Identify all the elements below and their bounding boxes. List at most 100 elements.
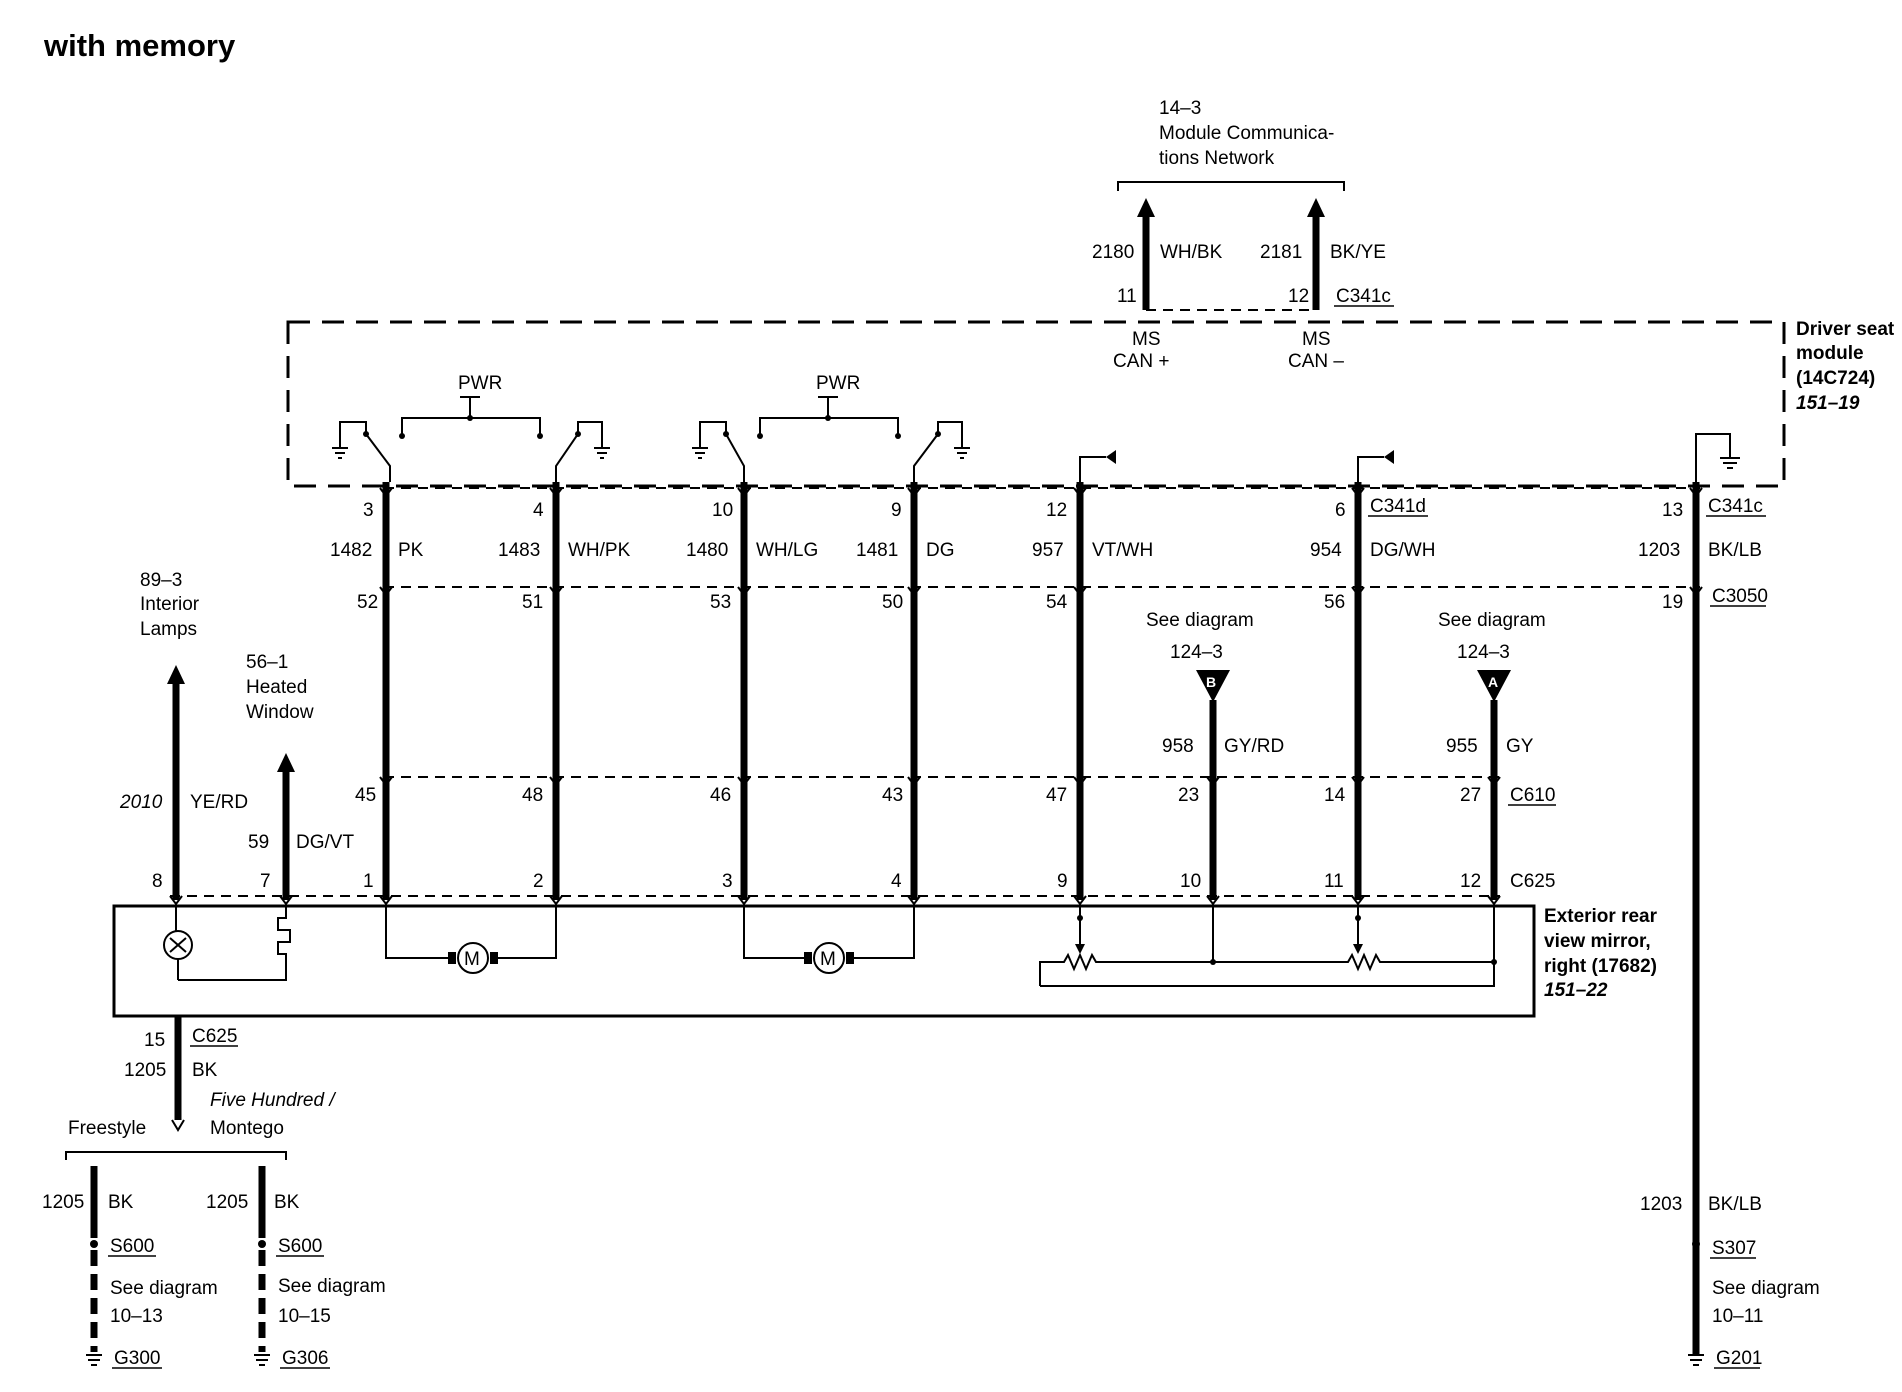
window-label-2: Window (246, 702, 314, 723)
pin-label: 56 (1324, 592, 1345, 613)
flag-icon (1106, 450, 1116, 464)
pin-label: 50 (882, 592, 903, 613)
splice-label: S600 (110, 1236, 154, 1257)
ground-label: G300 (114, 1348, 160, 1369)
color-label: YE/RD (190, 792, 248, 813)
variant-bracket (65, 1151, 287, 1160)
ref-label: 124–3 (1457, 642, 1510, 663)
ground-icon (1688, 1354, 1704, 1366)
network-bracket (1117, 181, 1345, 191)
circuit-label: 954 (1310, 540, 1342, 561)
window-ref: 56–1 (246, 652, 288, 673)
ground-feed-left: 15 C625 1205 BK Freestyle Five Hundred /… (65, 1016, 336, 1160)
mirror-ref: 151–22 (1544, 980, 1608, 1001)
pin-label: 14 (1324, 785, 1346, 806)
ref-label: 10–11 (1712, 1306, 1763, 1327)
mirror-label-1: Exterior rear (1544, 906, 1658, 927)
color-label: WH/PK (568, 540, 631, 561)
pin-label: 19 (1662, 592, 1683, 613)
lamps-label-1: Interior (140, 594, 200, 615)
motor-icon (813, 942, 845, 974)
seat-module-label-3: (14C724) (1796, 368, 1875, 389)
ms-can-plus-1: MS (1132, 329, 1161, 350)
signal-flag-957 (1079, 456, 1106, 482)
lamps-ref: 89–3 (140, 570, 182, 591)
relay-switch (913, 421, 963, 482)
motor-2-wiring (743, 906, 915, 959)
pin-label: 11 (1324, 871, 1344, 892)
pin-label: 9 (1057, 871, 1068, 892)
splice-icon (90, 1240, 98, 1248)
color-label: BK/LB (1708, 540, 1762, 561)
ground-leg-g306: 1205 BK S600 See diagram 10–15 G306 (206, 1166, 386, 1369)
connector-b-icon (1196, 670, 1230, 702)
pin-label: 23 (1178, 785, 1199, 806)
pin-label: 46 (710, 785, 731, 806)
pin-label: 13 (1662, 500, 1683, 521)
connector-c341c-label: C341c (1708, 496, 1763, 517)
pin-label: 3 (363, 500, 374, 521)
pin-label: 12 (1046, 500, 1067, 521)
ref-label: 124–3 (1170, 642, 1223, 663)
ground-icon (332, 440, 348, 459)
splice-icon (258, 1240, 266, 1248)
circuit-2181: 2181 (1260, 242, 1302, 263)
diagram-title: with memory (43, 28, 236, 63)
circuit-label: 1480 (686, 540, 728, 561)
color-label: WH/LG (756, 540, 818, 561)
ground-leg-g201: 1203 BK/LB S307 See diagram 10–11 G201 (1640, 1194, 1820, 1369)
mirror-label-3: right (17682) (1544, 956, 1657, 977)
ground-icon (954, 440, 970, 459)
arrow-up-icon (277, 753, 295, 772)
pin-label: 43 (882, 785, 903, 806)
variant-freestyle: Freestyle (68, 1118, 146, 1139)
color-label: BK (274, 1192, 300, 1213)
heater-element (277, 906, 291, 960)
see-diagram-label: See diagram (110, 1278, 218, 1299)
pin-label: 45 (355, 785, 376, 806)
ground-icon (86, 1354, 102, 1366)
connector-c625-label: C625 (1510, 871, 1555, 892)
ground-label: G201 (1716, 1348, 1762, 1369)
circuit-label: 1482 (330, 540, 372, 561)
network-block: 14–3 Module Communica- tions Network 218… (1092, 98, 1394, 372)
color-label: PK (398, 540, 424, 561)
ground-label: G306 (282, 1348, 328, 1369)
ref-letter: B (1206, 674, 1216, 690)
connector-c341c-label: C341c (1336, 286, 1391, 307)
circuit-2180: 2180 (1092, 242, 1134, 263)
pin-11: 11 (1117, 286, 1137, 307)
ground-icon (692, 440, 708, 459)
see-diagram-label: See diagram (278, 1276, 386, 1297)
ref-letter: A (1488, 674, 1498, 690)
circuit-label: 1205 (42, 1192, 84, 1213)
arrow-up-icon (1307, 198, 1325, 217)
pin-label: 6 (1335, 500, 1346, 521)
color-label: BK (192, 1060, 218, 1081)
ref-b: See diagram 124–3 B 958 GY/RD 23 10 (1146, 610, 1284, 900)
signal-flag-954 (1357, 456, 1384, 482)
circuit-label: 1481 (856, 540, 898, 561)
relay-switch (339, 421, 391, 482)
pin-label: 47 (1046, 785, 1067, 806)
pin-label: 4 (533, 500, 544, 521)
ms-can-minus-1: MS (1302, 329, 1331, 350)
color-label: DG/WH (1370, 540, 1435, 561)
seat-module-ref: 151–19 (1796, 393, 1860, 414)
potentiometer-icon (1039, 906, 1495, 987)
color-label: GY (1506, 736, 1534, 757)
arrow-up-icon (1137, 198, 1155, 217)
pin-12: 12 (1288, 286, 1309, 307)
connector-a-icon (1477, 670, 1511, 702)
color-label: BK/LB (1708, 1194, 1762, 1215)
motor-label: M (464, 949, 480, 970)
pin-label: 52 (357, 592, 378, 613)
pin-label: 8 (152, 871, 163, 892)
pwr-switch-group-2: PWR (692, 373, 970, 482)
relay-switch (699, 421, 745, 482)
motor-icon (457, 942, 489, 974)
circuit-label: 1205 (206, 1192, 248, 1213)
pin-label: 15 (144, 1030, 165, 1051)
pin-label: 53 (710, 592, 731, 613)
